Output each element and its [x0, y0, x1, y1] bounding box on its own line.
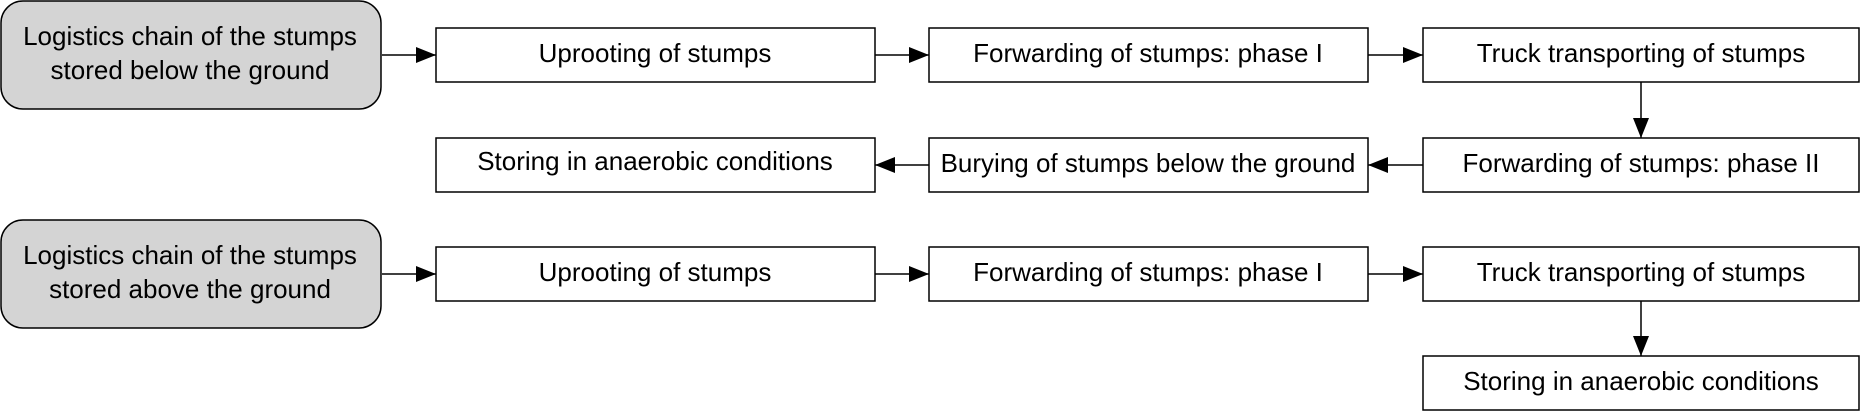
chain-above-title-line1: Logistics chain of the stumps: [23, 240, 357, 270]
chain-above-ground: Logistics chain of the stumps stored abo…: [0, 219, 1860, 411]
step-storing-anaerobic-label: Storing in anaerobic conditions: [477, 146, 833, 176]
step-uprooting-box: [435, 246, 876, 302]
step-burying-box: [928, 137, 1369, 193]
step-uprooting-label: Uprooting of stumps: [539, 38, 772, 68]
step-forwarding-phase1-label: Forwarding of stumps: phase I: [973, 38, 1323, 68]
step-burying-label: Burying of stumps below the ground: [941, 148, 1356, 178]
chain-below-title-box: [0, 0, 382, 110]
step-forwarding-phase1-box: [928, 27, 1369, 83]
chain-above-title-box: [0, 219, 382, 329]
step-storing-anaerobic-box: [1422, 355, 1860, 411]
step-forwarding-phase2-label: Forwarding of stumps: phase II: [1463, 148, 1820, 178]
step-truck-transport-box: [1422, 246, 1860, 302]
step-storing-anaerobic-label: Storing in anaerobic conditions: [1463, 366, 1819, 396]
step-forwarding-phase1-label: Forwarding of stumps: phase I: [973, 257, 1323, 287]
step-uprooting-box: [435, 27, 876, 83]
chain-below-ground: Logistics chain of the stumps stored bel…: [0, 0, 1860, 193]
step-truck-transport-label: Truck transporting of stumps: [1477, 38, 1806, 68]
step-truck-transport-box: [1422, 27, 1860, 83]
chain-below-title-line2: stored below the ground: [51, 55, 330, 85]
step-forwarding-phase2-box: [1422, 137, 1860, 193]
step-storing-anaerobic-box: [435, 137, 876, 193]
step-truck-transport-label: Truck transporting of stumps: [1477, 257, 1806, 287]
chain-above-title-line2: stored above the ground: [49, 274, 331, 304]
step-uprooting-label: Uprooting of stumps: [539, 257, 772, 287]
chain-below-title-line1: Logistics chain of the stumps: [23, 21, 357, 51]
